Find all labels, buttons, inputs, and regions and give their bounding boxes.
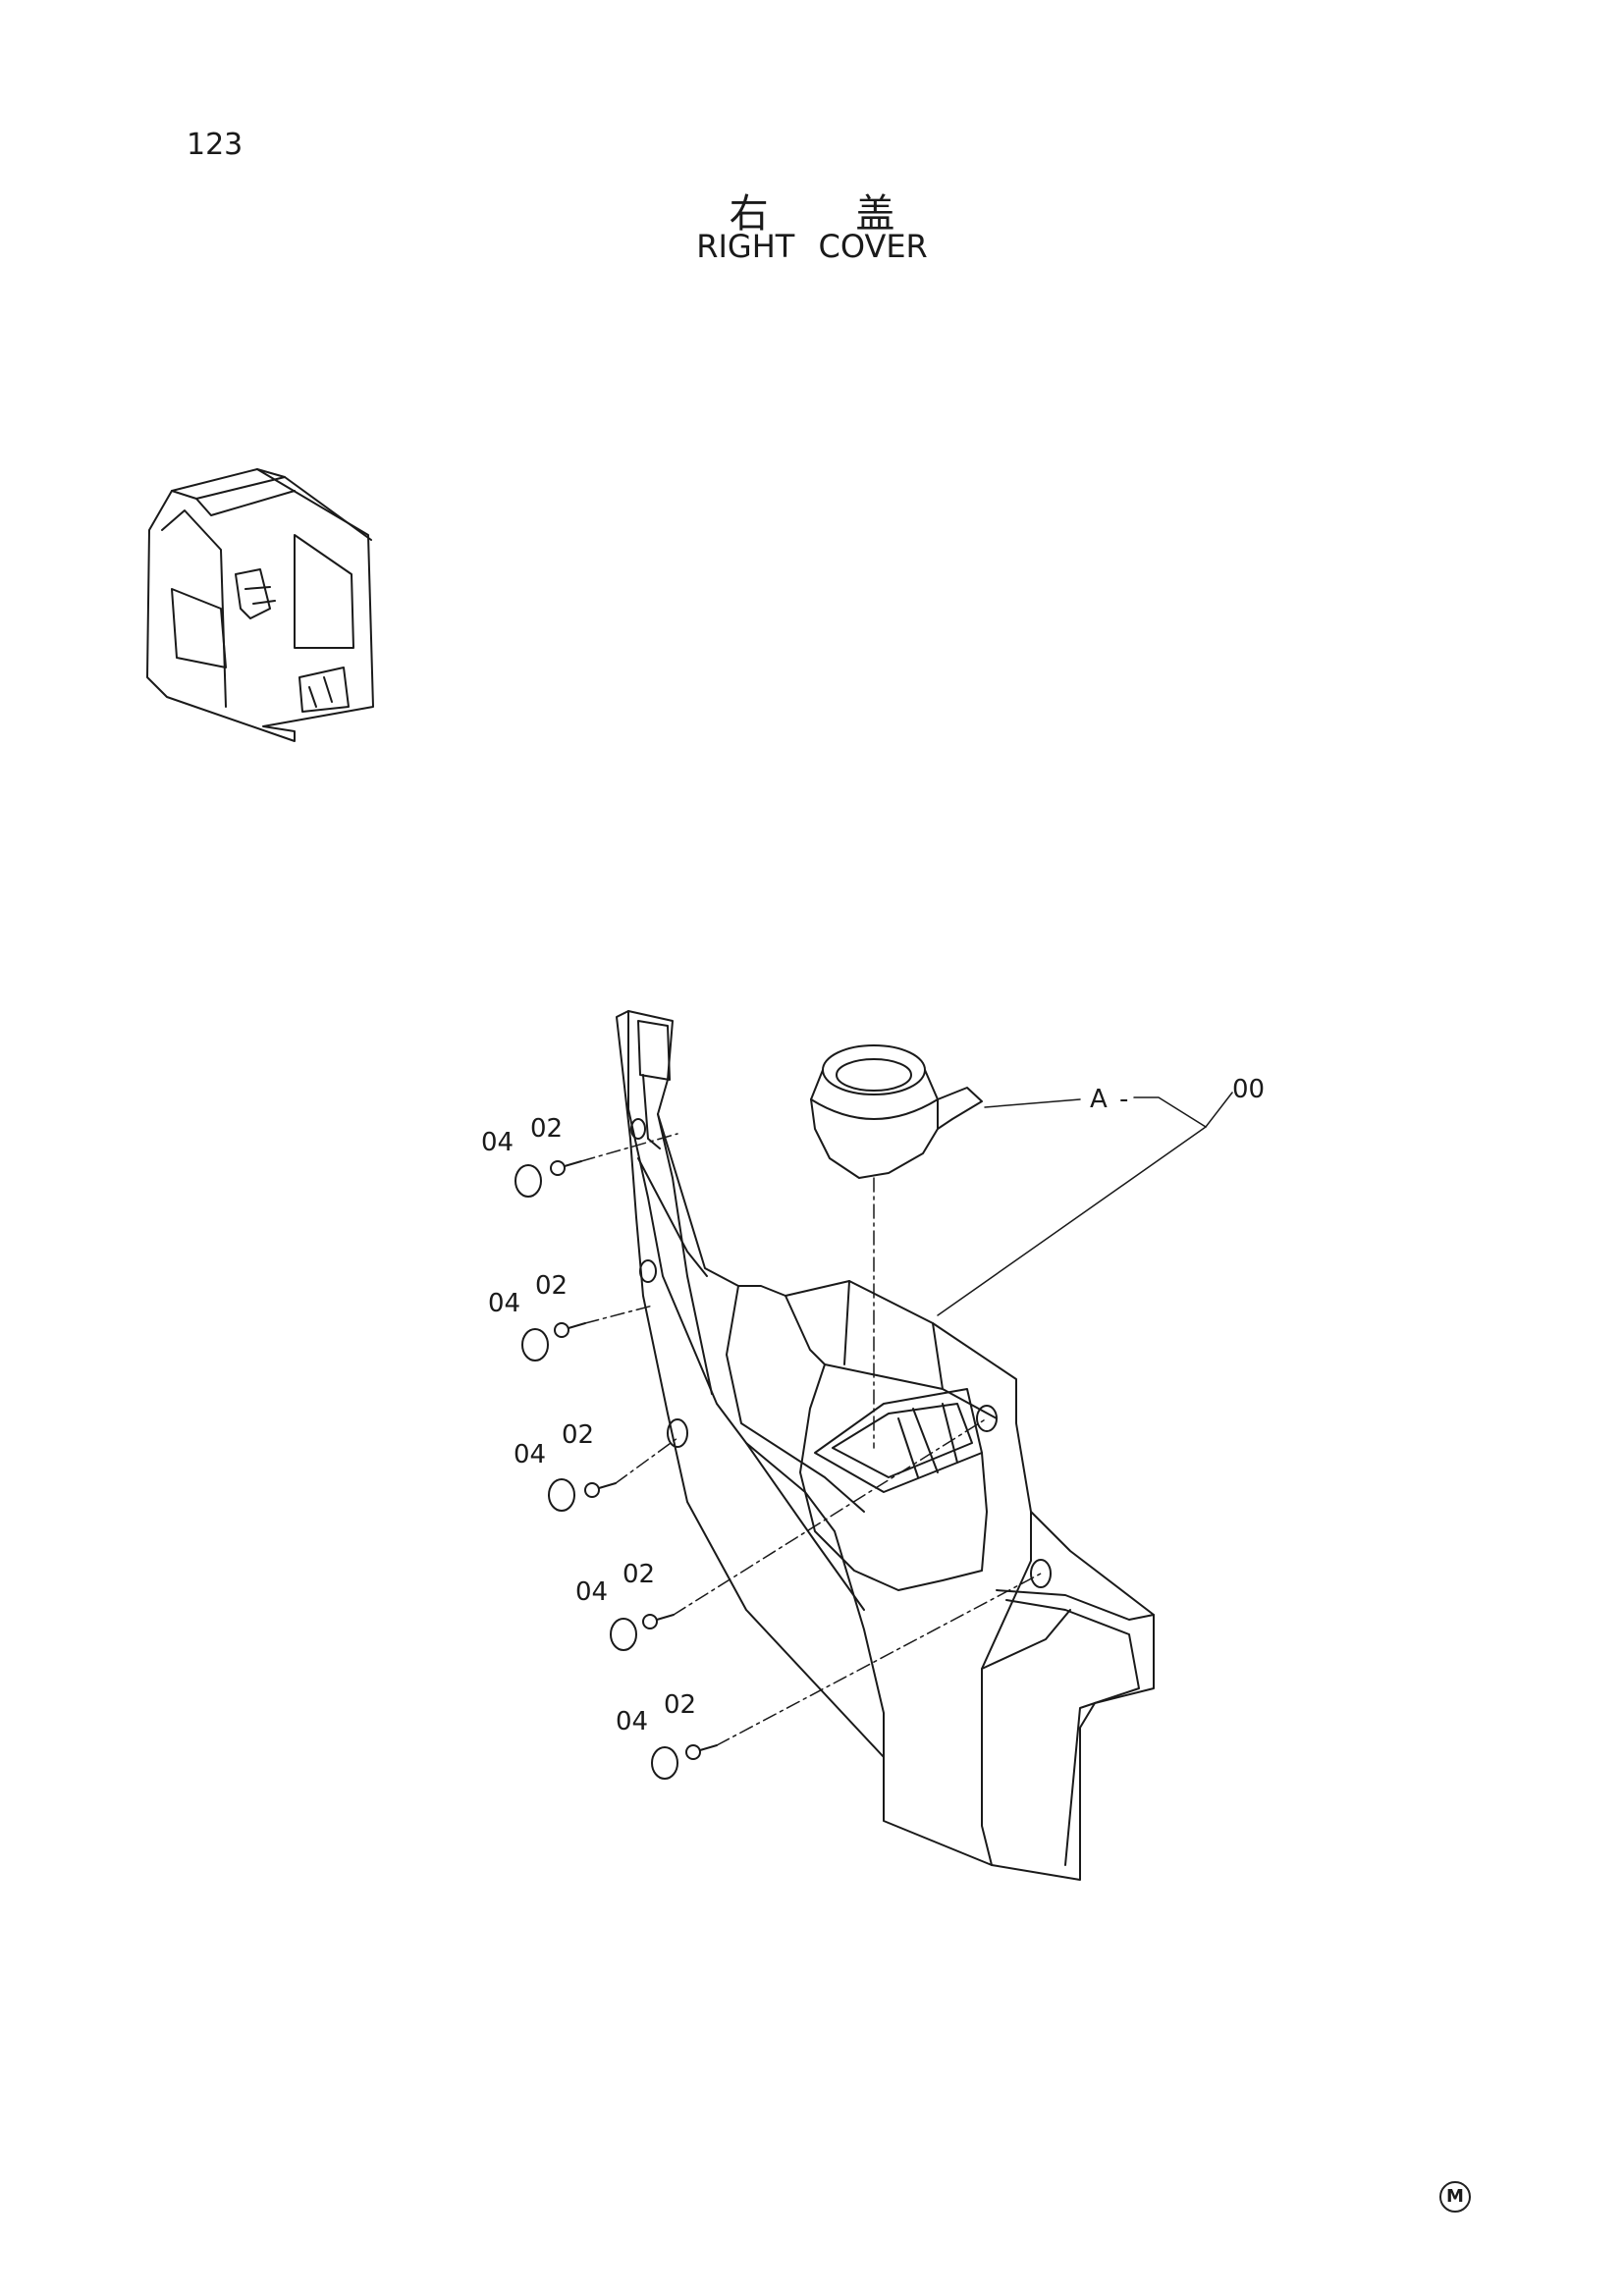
callout-cap-2: 04 bbox=[488, 1289, 520, 1318]
mounting-holes bbox=[630, 1118, 1052, 1588]
leader-lines bbox=[937, 1092, 1233, 1316]
cover-top-tab bbox=[637, 1020, 671, 1149]
screw-2 bbox=[554, 1322, 586, 1338]
corner-mark-badge: M bbox=[1439, 2181, 1471, 2213]
screw-4 bbox=[642, 1614, 675, 1629]
screw-1 bbox=[550, 1160, 582, 1176]
screw-3 bbox=[584, 1482, 617, 1498]
cap-3 bbox=[548, 1478, 575, 1512]
callout-cap-1: 04 bbox=[481, 1128, 514, 1157]
title-english: RIGHT COVER bbox=[696, 228, 928, 265]
callout-cap-3: 04 bbox=[514, 1440, 546, 1469]
callout-screw-1: 02 bbox=[530, 1114, 563, 1144]
callout-screw-3: 02 bbox=[562, 1420, 594, 1450]
screw-fasteners bbox=[550, 1160, 718, 1760]
cab-locator-thumbnail bbox=[146, 468, 374, 742]
callout-assembly: 00 bbox=[1232, 1075, 1265, 1104]
callout-cap-4: 04 bbox=[575, 1577, 608, 1607]
cup-holder-part bbox=[810, 1044, 983, 1179]
callout-cap-5: 04 bbox=[616, 1707, 648, 1736]
callout-labels: 00 A - 04 02 04 02 04 02 04 02 04 02 bbox=[481, 1075, 1265, 1736]
screw-caps bbox=[514, 1164, 678, 1780]
assembly-lines bbox=[580, 1133, 1042, 1746]
callout-detail-a: A bbox=[1090, 1085, 1108, 1114]
callout-detail-dash: - bbox=[1119, 1085, 1128, 1114]
callout-screw-4: 02 bbox=[623, 1560, 655, 1589]
right-cover-body bbox=[616, 1010, 1155, 1881]
callout-screw-2: 02 bbox=[535, 1271, 568, 1301]
callout-screw-5: 02 bbox=[664, 1690, 696, 1720]
page-number: 123 bbox=[187, 128, 244, 162]
screw-5 bbox=[685, 1744, 718, 1760]
title-chinese: 右 盖 bbox=[729, 191, 933, 237]
cap-5 bbox=[651, 1746, 678, 1780]
cap-1 bbox=[514, 1164, 542, 1198]
cap-2 bbox=[521, 1328, 549, 1362]
cap-4 bbox=[610, 1618, 637, 1651]
